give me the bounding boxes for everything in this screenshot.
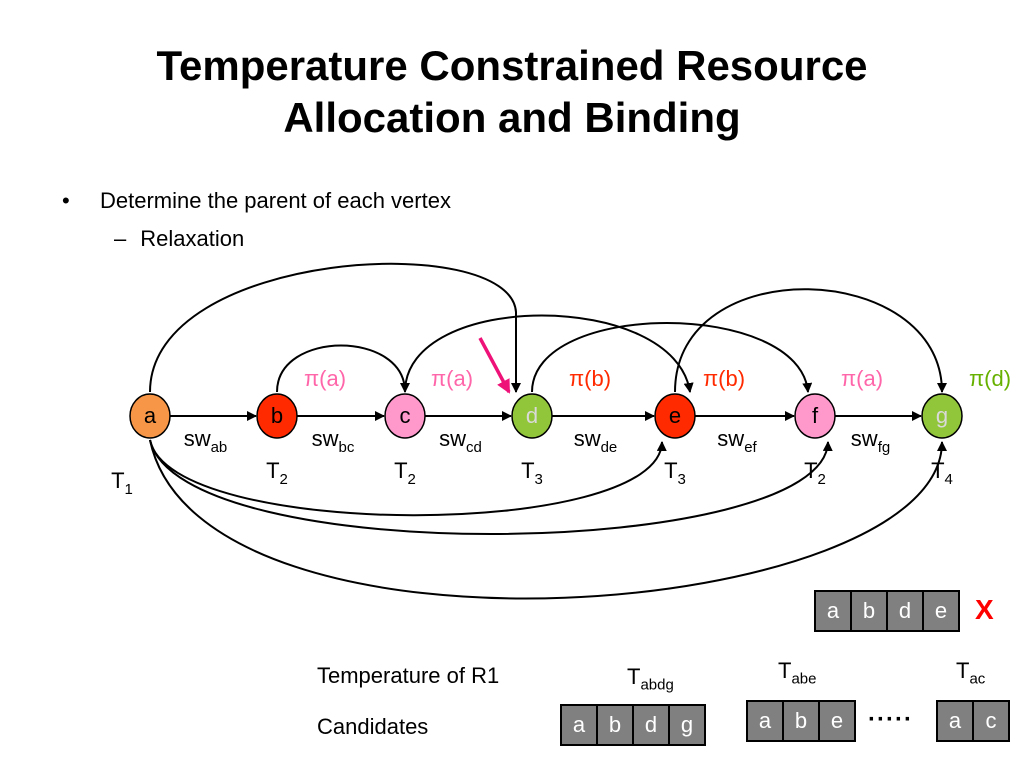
ellipsis: ····· [868,706,913,733]
rejected-cell: d [886,590,924,632]
vertex-temp-f: T2 [804,458,826,488]
rejected-cell: e [922,590,960,632]
temp-label-ac: Tac [956,658,986,688]
rejected-cell: b [850,590,888,632]
reject-mark: X [975,594,994,625]
edge-label-ef: swef [717,426,757,456]
vertex-label-c: c [400,403,411,428]
vertex-label-b: b [271,403,283,428]
parent-label-g2: π(d) [969,366,1011,391]
vertex-a [129,393,171,439]
candidate-cell: e [818,700,856,742]
vertex-label-d: d [526,403,538,428]
candidate-cell: b [782,700,820,742]
d-to-f-arc [531,322,813,393]
vertex-f [794,393,836,439]
temperature-label: Temperature of R1 [317,663,500,688]
candidate-cell: g [668,704,706,746]
vertex-label-g: g [936,403,948,428]
edge-label-de: swde [574,426,618,456]
pointer-arrow [478,337,511,394]
parent-label-e: π(b) [569,366,611,391]
vertex-temp-b: T2 [266,458,288,488]
rejected-cell: a [814,590,852,632]
edge-label-cd: swcd [439,426,482,456]
slide-title: Temperature Constrained Resource Allocat… [0,40,1024,144]
vertex-g [921,393,963,439]
a-to-d-arc [149,262,521,393]
edge-label-bc: swbc [312,426,355,456]
sub-bullet-item: –Relaxation [114,226,244,252]
vertex-temp-a: T1 [111,468,133,498]
vertex-label-a: a [144,403,157,428]
parent-label-d: π(a) [431,366,473,391]
a-to-f-low-arc [149,439,833,535]
vertex-temp-c: T2 [394,458,416,488]
vertex-d [511,393,553,439]
candidate-cell: b [596,704,634,746]
title-line-2: Allocation and Binding [283,94,741,141]
edge-label-ab: swab [184,426,228,456]
bullet-text: Determine the parent of each vertex [100,188,451,213]
b-to-c-arc [276,344,410,393]
parent-label-c: π(a) [304,366,346,391]
candidates-label: Candidates [317,714,429,739]
candidate-cell: a [560,704,598,746]
candidate-cell: a [936,700,974,742]
vertex-e [654,393,696,439]
vertex-temp-e: T3 [664,458,686,488]
candidate-cell: a [746,700,784,742]
vertex-label-f: f [812,403,819,428]
a-to-e-low-arc [149,439,667,517]
parent-label-g: π(a) [841,366,883,391]
sub-bullet-marker: – [114,226,127,251]
e-to-g-arc [674,288,947,393]
temp-label-abe: Tabe [778,658,817,688]
title-line-1: Temperature Constrained Resource [156,42,868,89]
vertex-temp-d: T3 [521,458,543,488]
candidate-cell: c [972,700,1010,742]
c-to-e-arc [404,314,694,393]
candidate-cell: d [632,704,670,746]
vertex-c [384,393,426,439]
bullet-marker: • [62,188,70,213]
parent-label-f: π(b) [703,366,745,391]
edge-label-fg: swfg [851,426,890,456]
vertex-temp-g: T4 [931,458,953,488]
vertex-b [256,393,298,439]
vertex-label-e: e [669,403,681,428]
temp-label-abdg: Tabdg [627,664,674,694]
a-to-g-low-arc [149,439,947,600]
sub-bullet-text: Relaxation [140,226,245,251]
